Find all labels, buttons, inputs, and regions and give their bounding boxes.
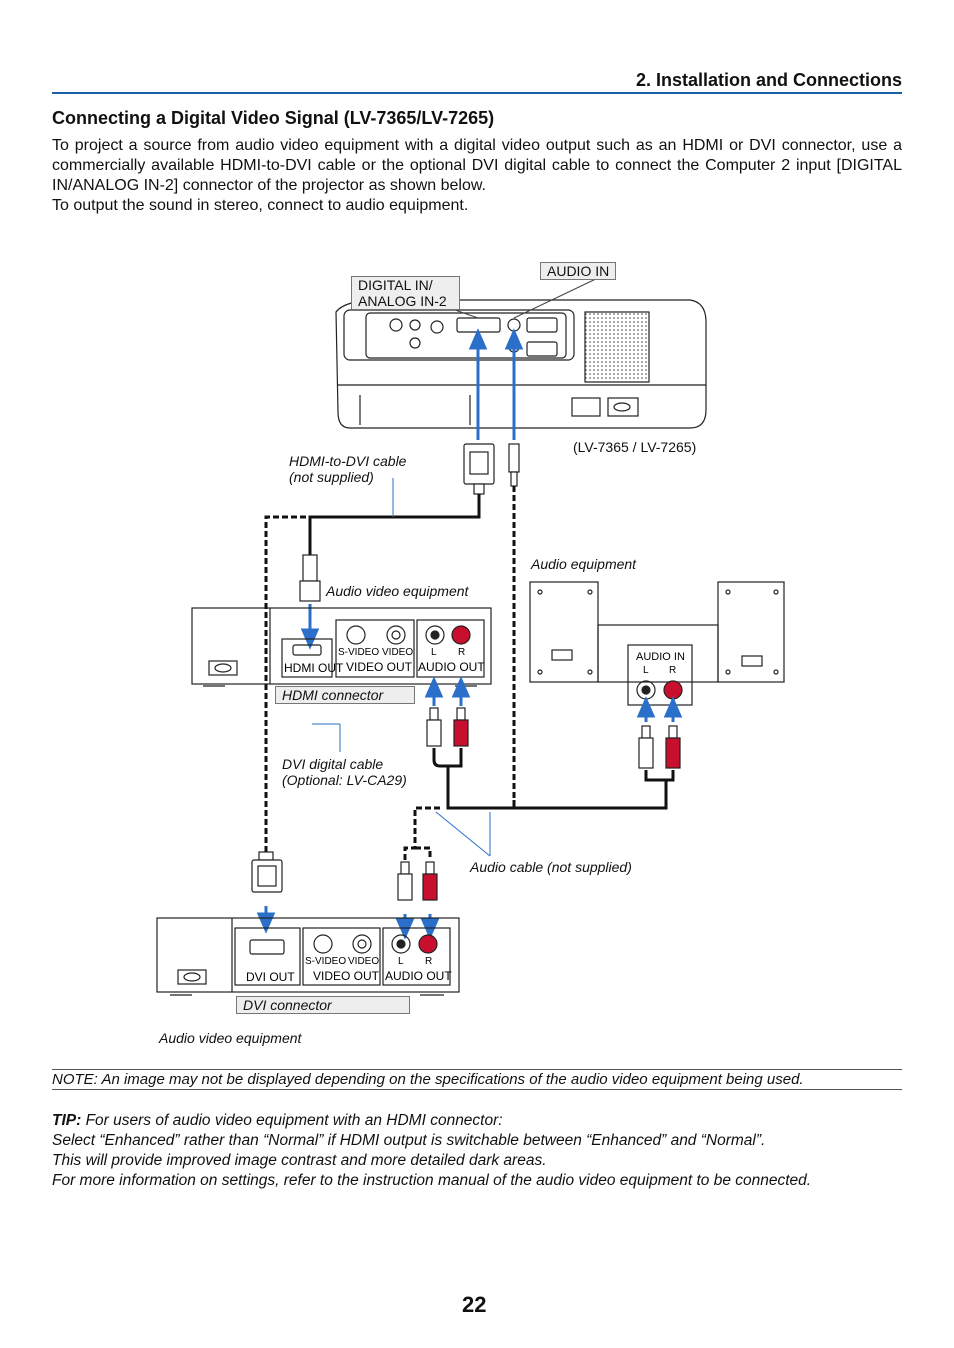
panel-dviout: DVI OUT [246,970,295,984]
dvi-cable-line1: DVI digital cable [282,756,384,772]
section-title: 2. Installation and Connections [635,70,902,90]
hdmi-cable-label: HDMI-to-DVI cable (not supplied) [289,453,406,485]
rca-plugs-top [426,707,469,747]
dvi-connector-tag: DVI connector [236,996,410,1014]
page-number: 22 [462,1292,487,1317]
panel-l-top: L [431,647,437,658]
av-equipment-top [191,607,492,687]
tip-line1: TIP: For users of audio video equipment … [52,1111,902,1131]
hdmi-connector-tag: HDMI connector [275,686,415,704]
tip-line2: Select “Enhanced” rather than “Normal” i… [52,1132,766,1149]
intro-paragraph: To project a source from audio video equ… [52,137,902,194]
audio-cable-label: Audio cable (not supplied) [470,859,632,875]
tip-line4: For more information on settings, refer … [52,1172,812,1189]
audio-equipment-label: Audio equipment [531,556,637,572]
panel-r-speaker: R [669,665,676,676]
hdmi-to-dvi-cable [308,494,481,555]
panel-audioout-bottom: AUDIO OUT [385,969,452,983]
panel-l-speaker: L [643,665,649,676]
tip-text1: For users of audio video equipment with … [81,1112,503,1129]
audio-equipment [529,581,785,706]
rca-plugs-bottom [397,861,438,901]
panel-video-top: VIDEO [382,647,413,658]
dvi-cable-line2: (Optional: LV-CA29) [282,772,407,788]
dvi-plug-bottom [251,851,283,893]
hdmi-cable-line2: (not supplied) [289,469,374,485]
dvi-cable-label: DVI digital cable (Optional: LV-CA29) [282,756,407,788]
panel-videoout-top: VIDEO OUT [346,660,413,674]
dvi-plug-top [463,443,520,495]
audio-in-tag: AUDIO IN [540,262,617,280]
tip-label: TIP: [52,1112,82,1129]
panel-r-top: R [458,647,465,658]
av-equipment-bottom [156,917,460,996]
panel-r-bottom: R [425,956,432,967]
digital-in-line1: DIGITAL IN/ [358,277,433,293]
digital-in-tag: DIGITAL IN/ ANALOG IN-2 [351,276,460,310]
panel-svideo-top: S-VIDEO [338,647,379,658]
panel-videoout-bottom: VIDEO OUT [313,969,380,983]
panel-svideo-bottom: S-VIDEO [305,956,346,967]
panel-hdmiout: HDMI OUT [284,661,344,675]
av-equipment-top-label: Audio video equipment [326,583,469,599]
panel-video-bottom: VIDEO [348,956,379,967]
panel-l-bottom: L [398,956,404,967]
page-title: Connecting a Digital Video Signal (LV-73… [52,108,495,128]
dvi-digital-cable [264,515,306,852]
digital-in-line2: ANALOG IN-2 [358,293,447,309]
audio-cable [403,806,440,860]
av-equipment-bottom-label: Audio video equipment [159,1030,302,1046]
panel-audioin-speaker: AUDIO IN [636,651,685,663]
intro-paragraph-2: To output the sound in stereo, connect t… [52,197,469,214]
rca-plugs-speaker [638,725,681,769]
section-header: 2. Installation and Connections [52,70,902,94]
hdmi-cable-line1: HDMI-to-DVI cable [289,453,407,469]
note: NOTE: An image may not be displayed depe… [52,1069,902,1090]
tip-line3: This will provide improved image contras… [52,1152,547,1169]
hdmi-plug [299,554,321,602]
panel-audioout-top: AUDIO OUT [418,660,485,674]
projector [335,299,707,429]
model-label: (LV-7365 / LV-7265) [573,439,697,455]
projector-arrows [468,328,524,440]
